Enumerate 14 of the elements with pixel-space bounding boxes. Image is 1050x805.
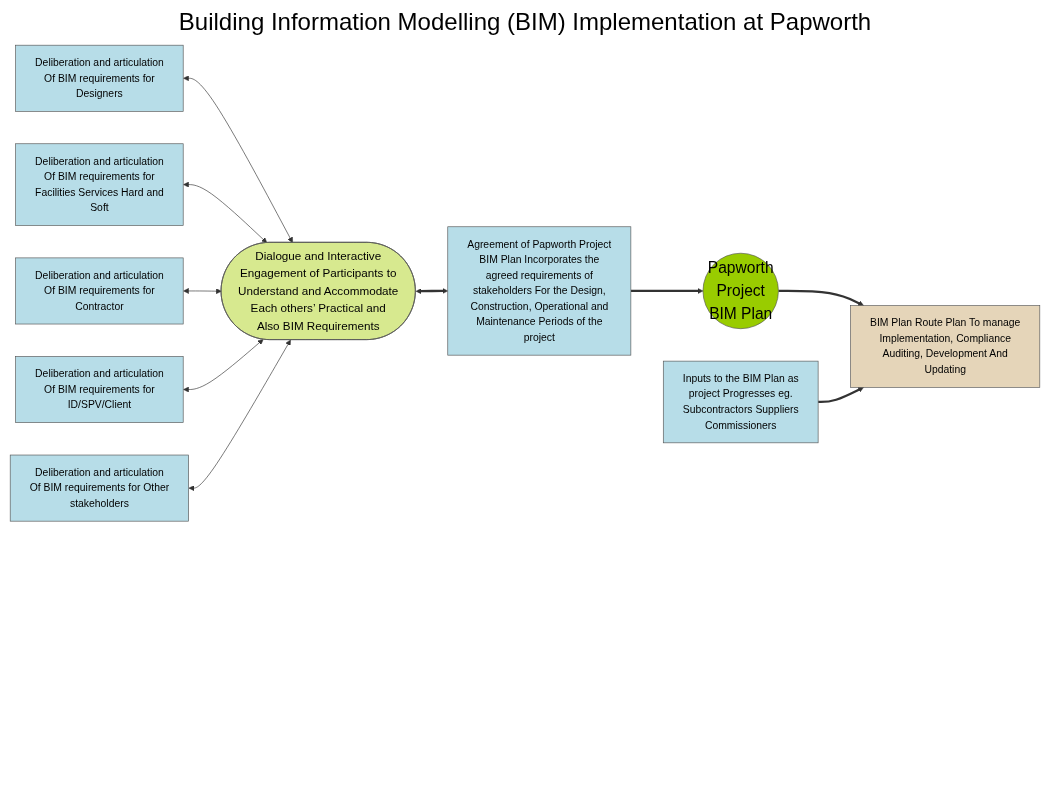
- arrow: [778, 289, 864, 306]
- node-box: Deliberation and articulation Of BIM requirements for Other stakeholders: [9, 454, 189, 522]
- node-box: Agreement of Papworth Project BIM Plan Incorporates the agreed requirements of stakeholders For the Design, Construction, Operational and Maintenance Periods of the project: [447, 226, 632, 356]
- node-box: Deliberation and articulation Of BIM requirements for Designers: [15, 44, 184, 112]
- node-box: Inputs to the BIM Plan as project Progresses eg. Subcontractors Suppliers Commissioners: [662, 360, 819, 444]
- node-box: BIM Plan Route Plan To manage Implementation, Compliance Auditing, Development And Updating: [850, 305, 1041, 388]
- arrow: [630, 288, 704, 294]
- node-box: Deliberation and articulation Of BIM requirements for Facilities Services Hard and Soft: [15, 143, 184, 226]
- diagram-title: Building Information Modelling (BIM) Implementation at Papworth: [177, 8, 873, 36]
- node-circle: Papworth Project BIM Plan: [702, 252, 779, 330]
- arrow: [415, 288, 449, 295]
- node-box: Deliberation and articulation Of BIM requirements for ID/SPV/Client: [15, 356, 184, 423]
- arrow: [818, 387, 864, 404]
- node-box: Deliberation and articulation Of BIM requirements for Contractor: [15, 257, 184, 325]
